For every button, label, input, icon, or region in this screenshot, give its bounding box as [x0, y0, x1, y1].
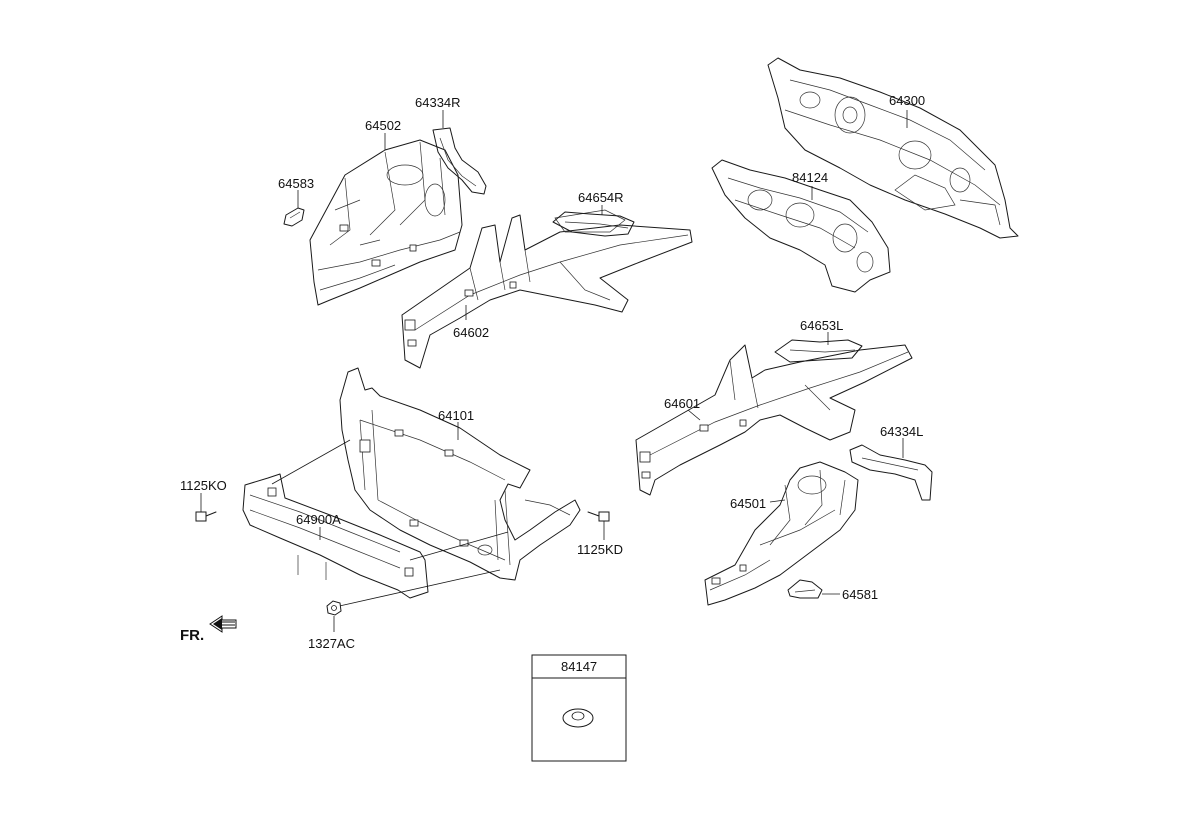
label-64101: 64101	[438, 408, 474, 423]
direction-marker: FR.	[180, 627, 204, 644]
part-64900A-bumper-rail[interactable]	[242, 473, 429, 599]
label-64583: 64583	[278, 176, 314, 191]
label-1327AC: 1327AC	[308, 636, 355, 651]
part-64581-bracket[interactable]	[787, 579, 823, 599]
label-84147: 84147	[561, 659, 597, 674]
part-64101-radiator-carrier[interactable]	[339, 367, 581, 581]
part-64653L-bracket[interactable]	[774, 339, 863, 363]
label-64654R: 64654R	[578, 190, 624, 205]
label-64900A: 64900A	[296, 512, 341, 527]
label-64501: 64501	[730, 496, 766, 511]
label-64601: 64601	[664, 396, 700, 411]
label-64581: 64581	[842, 587, 878, 602]
part-64300-dash-panel[interactable]	[767, 57, 1019, 239]
label-64334R: 64334R	[415, 95, 461, 110]
part-84124-insulator[interactable]	[711, 159, 891, 293]
part-1125KO-bolt[interactable]	[195, 511, 217, 522]
part-64602-side-member[interactable]	[401, 209, 693, 369]
label-64602: 64602	[453, 325, 489, 340]
label-84124: 84124	[792, 170, 828, 185]
label-64334L: 64334L	[880, 424, 923, 439]
part-64601-side-member[interactable]	[635, 344, 913, 496]
label-1125KD: 1125KD	[577, 542, 623, 557]
part-1125KD-bolt[interactable]	[587, 511, 610, 522]
part-64334R-bracket[interactable]	[432, 127, 487, 195]
part-64334L-bracket[interactable]	[849, 444, 933, 501]
part-64501-wheel-housing[interactable]	[704, 461, 859, 606]
label-64300: 64300	[889, 93, 925, 108]
part-64654R-bracket[interactable]	[552, 211, 635, 237]
plug-icon	[562, 708, 594, 728]
label-64653L: 64653L	[800, 318, 843, 333]
part-1327AC-nut[interactable]	[326, 600, 342, 616]
label-1125KO: 1125KO	[180, 478, 227, 493]
part-64502-wheel-housing[interactable]	[309, 139, 463, 306]
fr-arrow-icon	[209, 615, 237, 633]
part-64583-bracket[interactable]	[283, 207, 305, 227]
label-64502: 64502	[365, 118, 401, 133]
part-84147-box[interactable]	[531, 654, 627, 762]
